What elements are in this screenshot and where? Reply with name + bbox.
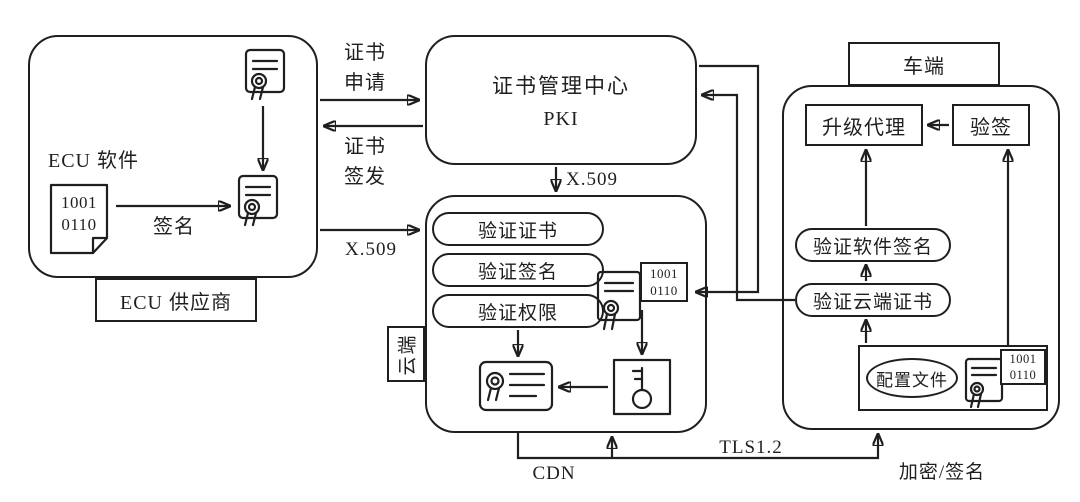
verify-sign-label: 验签 bbox=[970, 116, 1012, 139]
certificate-document-icon bbox=[964, 357, 1004, 411]
verify-permission-pill: 验证权限 bbox=[432, 294, 604, 328]
certificate-icon bbox=[243, 48, 287, 102]
encrypt-sign-label: 加密/签名 bbox=[898, 462, 986, 483]
verify-signature-label: 验证签名 bbox=[477, 261, 558, 283]
pki-subtitle: PKI bbox=[543, 107, 579, 130]
private-key-icon bbox=[612, 358, 672, 416]
verify-certificate-label: 验证证书 bbox=[477, 220, 558, 242]
config-file-ellipse: 配置文件 bbox=[866, 358, 958, 398]
binary-code-box: 1001 0110 bbox=[640, 262, 688, 302]
vehicle-certificate-binary-icon: 1001 0110 bbox=[964, 349, 1048, 411]
cert-request-label: 证书 申请 bbox=[344, 42, 386, 94]
x509-horizontal-label: X.509 bbox=[345, 239, 397, 260]
ecu-supplier-tag: ECU 供应商 bbox=[95, 278, 257, 322]
cloud-side-tag: 云端 bbox=[387, 326, 425, 382]
binary-code-box: 1001 0110 bbox=[1000, 349, 1046, 385]
vehicle-side-label: 车端 bbox=[903, 55, 945, 78]
ecu-software-label: ECU 软件 bbox=[48, 150, 139, 172]
signed-certificate-icon bbox=[236, 174, 280, 228]
upgrade-agent-label: 升级代理 bbox=[822, 116, 906, 139]
ecu-supplier-box bbox=[28, 35, 318, 278]
pki-title: 证书管理中心 bbox=[492, 73, 630, 98]
pki-box: 证书管理中心 PKI bbox=[425, 35, 697, 165]
verify-software-signature-pill: 验证软件签名 bbox=[795, 228, 951, 262]
cdn-label: CDN bbox=[532, 463, 576, 484]
software-binary-text: 1001 0110 bbox=[61, 193, 97, 235]
vehicle-side-tag: 车端 bbox=[848, 42, 1000, 86]
sign-arrow-label: 签名 bbox=[153, 216, 195, 238]
line-cdn-tls-to-vehicle bbox=[516, 433, 878, 460]
cloud-binary-text: 1001 0110 bbox=[650, 265, 678, 298]
verify-certificate-pill: 验证证书 bbox=[432, 212, 604, 246]
verify-cloud-certificate-pill: 验证云端证书 bbox=[795, 283, 951, 317]
ecu-supplier-tag-label: ECU 供应商 bbox=[120, 291, 232, 314]
identity-card-icon bbox=[478, 360, 554, 412]
cloud-certificate-binary-icon: 1001 0110 bbox=[596, 262, 692, 332]
software-binary-document-icon: 1001 0110 bbox=[46, 182, 112, 256]
tls-label: TLS1.2 bbox=[719, 437, 783, 458]
x509-vertical-label: X.509 bbox=[566, 169, 618, 190]
upgrade-agent-box: 升级代理 bbox=[805, 104, 923, 146]
verify-permission-label: 验证权限 bbox=[477, 302, 558, 324]
verify-sign-box: 验签 bbox=[952, 104, 1030, 146]
cloud-box bbox=[425, 195, 707, 433]
cert-issue-label: 证书 签发 bbox=[344, 136, 386, 188]
verify-signature-pill: 验证签名 bbox=[432, 253, 604, 287]
verify-cloud-certificate-label: 验证云端证书 bbox=[812, 291, 933, 313]
cloud-side-label: 云端 bbox=[397, 332, 419, 376]
verify-software-signature-label: 验证软件签名 bbox=[812, 236, 933, 258]
certificate-document-icon bbox=[596, 270, 642, 332]
config-file-label: 配置文件 bbox=[876, 370, 948, 390]
vehicle-binary-text: 1001 0110 bbox=[1009, 351, 1037, 383]
